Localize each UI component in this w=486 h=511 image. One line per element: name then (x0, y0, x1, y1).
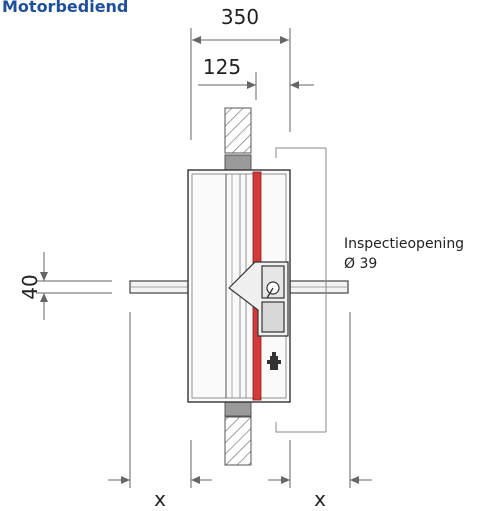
dimension-x-right (268, 312, 372, 488)
drawing-title: Motorbediend (2, 0, 128, 16)
dimension-40-label: 40 (18, 274, 42, 299)
dimension-40 (36, 252, 112, 320)
dimension-350 (190, 28, 291, 140)
duct-flanges (129, 280, 349, 294)
dimension-125-label: 125 (203, 55, 241, 79)
dimension-x-right-label: x (314, 487, 326, 511)
valve-icon (267, 352, 281, 370)
wall-section (224, 107, 252, 466)
inspection-diameter: Ø 39 (344, 256, 377, 272)
dimension-x-left (108, 312, 212, 488)
dimension-350-label: 350 (221, 5, 259, 29)
motor-actuator (228, 261, 289, 337)
dimension-x-left-label: x (154, 487, 166, 511)
dimension-125 (198, 72, 314, 100)
inspection-label: Inspectieopening (344, 236, 464, 252)
inspection-callout-lines (275, 147, 327, 433)
